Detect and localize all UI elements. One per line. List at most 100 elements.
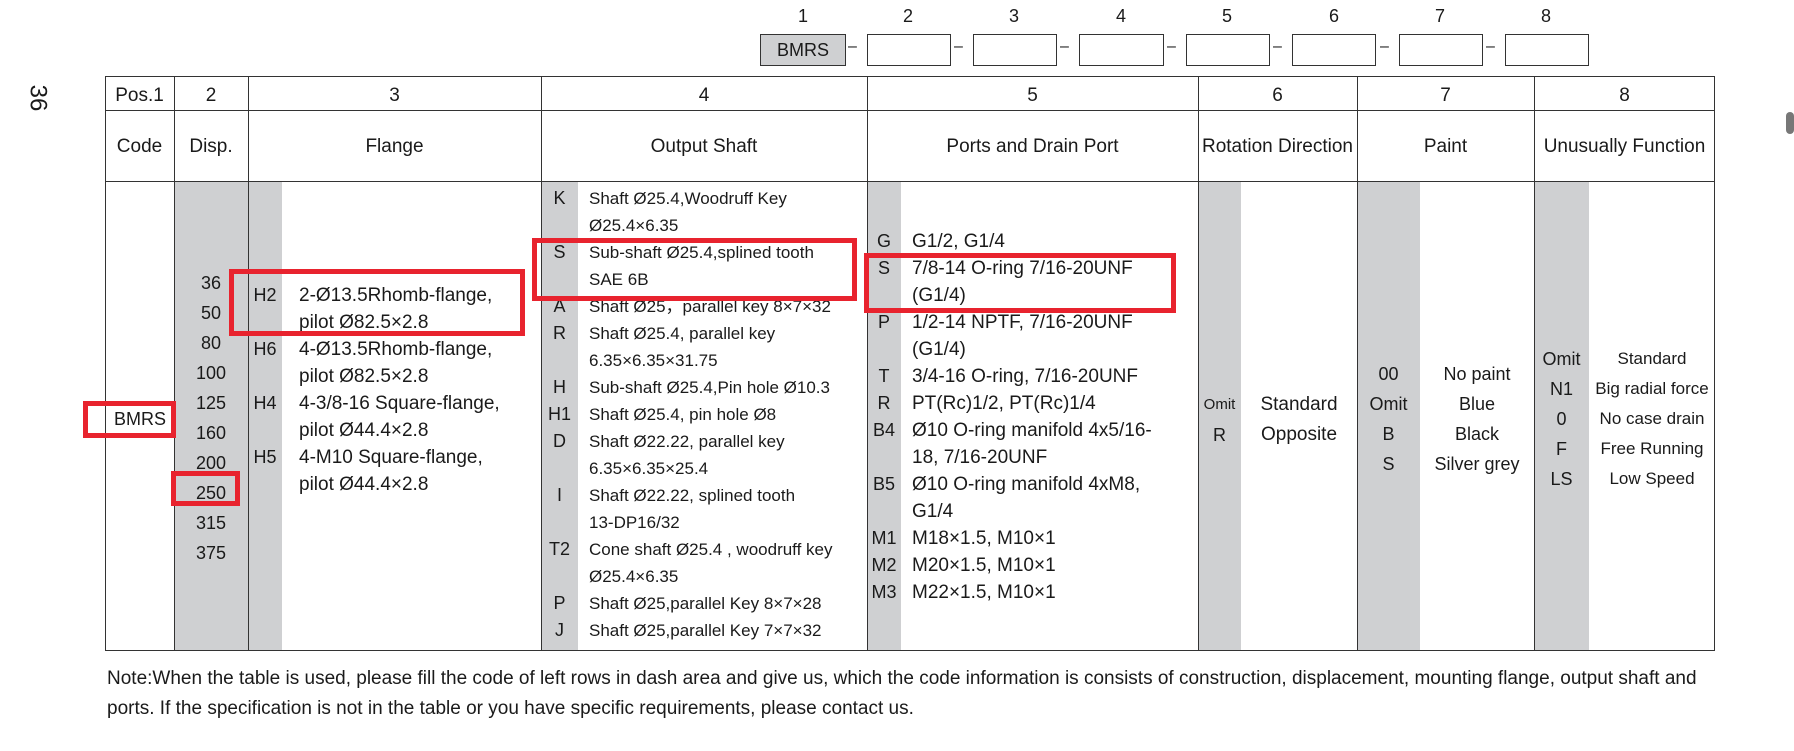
shaft-code [541,347,578,374]
table-rule [1357,76,1358,651]
shaft-desc-line: Sub-shaft Ø25.4,Pin hole Ø10.3 [589,378,830,397]
shaft-code: D [553,431,566,451]
port-code: G [876,231,891,251]
port-code: B4 [872,420,896,440]
shaft-code: P [553,593,566,613]
port-desc-list: G1/2, G1/4 7/8-14 O-ring 7/16-20UNF (G1/… [912,228,1196,606]
function-code: N1 [1549,379,1573,399]
paint-code: 00 [1378,364,1399,384]
flange-desc-line: pilot Ø82.5×2.8 [299,312,429,333]
code-position-number: 1 [797,6,808,26]
shaft-desc-line: 6.35×6.35×25.4 [589,459,709,478]
table-rule [1198,76,1199,651]
code-box-4[interactable] [1079,34,1164,66]
highlight-code [83,401,176,438]
code-separator: – [954,38,963,55]
shade-disp [174,182,248,651]
shaft-code: S [553,242,566,262]
paint-label-list: No paint Blue Black Silver grey [1420,359,1534,479]
disp-value: 250 [195,483,227,503]
flange-code-list: H2 H6 H4 H5 [248,282,282,498]
table-rule [541,76,542,651]
disp-value: 100 [195,363,227,383]
port-code-list: G S P T R B4 B5 M1 M2 M3 [867,228,901,606]
shaft-desc-line: Shaft Ø25.4, pin hole Ø8 [589,405,777,424]
page-number: 36 [24,84,52,112]
disp-value: 160 [195,423,227,443]
function-label: No case drain [1599,409,1705,428]
port-desc-line: Ø10 O-ring manifold 4x5/16- [912,420,1152,441]
disp-value: 50 [200,303,222,323]
usage-note: Note:When the table is used, please fill… [107,668,1697,719]
port-desc-line: M22×1.5, M10×1 [912,582,1056,603]
function-code: LS [1550,469,1573,489]
disp-value: 200 [195,453,227,473]
column-header-flange: Flange [365,136,424,157]
function-code-list: Omit N1 0 F LS [1534,344,1589,494]
port-desc-line: M18×1.5, M10×1 [912,528,1056,549]
function-label: Low Speed [1609,469,1695,488]
port-code: M1 [871,528,897,548]
port-desc-line: (G1/4) [912,339,966,360]
code-box-5[interactable] [1186,34,1270,66]
port-desc-line: M20×1.5, M10×1 [912,555,1056,576]
code-position-number: 8 [1540,6,1551,26]
rotation-label-list: Standard Opposite [1241,390,1357,450]
flange-desc-line: 2-Ø13.5Rhomb-flange, [299,285,493,306]
rotation-code-list: Omit R [1198,390,1241,450]
flange-desc-line: pilot Ø44.4×2.8 [299,474,429,495]
column-header-function: Unusually Function [1543,136,1706,157]
function-label: Big radial force [1595,379,1709,398]
paint-label: Black [1454,424,1499,444]
pos-header: 2 [205,85,217,106]
flange-code: H2 [253,285,277,305]
port-desc-line: G1/4 [912,501,954,522]
pos-header: 7 [1440,85,1451,106]
shaft-desc-line: 13-DP16/32 [589,513,680,532]
function-code: F [1556,439,1567,459]
column-header-code: Code [116,136,163,157]
column-header-ports: Ports and Drain Port [946,136,1119,157]
disp-value: 36 [200,273,222,293]
code-box-series: BMRS [760,34,846,66]
paint-code: Omit [1369,394,1408,414]
disp-value: 375 [195,543,227,563]
disp-list: 36 50 80 100 125 160 200 250 315 375 [174,268,248,568]
table-rule [105,110,1715,111]
ordering-code-table [105,76,1715,651]
shaft-code [541,509,578,536]
table-rule [1534,76,1535,651]
code-separator: – [1167,38,1176,55]
port-code: P [877,312,890,332]
shaft-desc-list: Shaft Ø25.4,Woodruff Key Ø25.4×6.35 Sub-… [589,185,865,644]
flange-desc-line: pilot Ø82.5×2.8 [299,366,429,387]
rotation-code: Omit [1203,396,1236,413]
shaft-desc-line: Sub-shaft Ø25.4,splined tooth [589,243,814,262]
disp-value: 125 [195,393,227,413]
column-header-paint: Paint [1423,136,1468,157]
function-label-list: Standard Big radial force No case drain … [1589,344,1715,494]
flange-desc-line: pilot Ø44.4×2.8 [299,420,429,441]
pos-header: 5 [1027,85,1038,106]
code-separator: – [1273,38,1282,55]
code-box-3[interactable] [973,34,1057,66]
function-code: Omit [1542,349,1581,369]
paint-code-list: 00 Omit B S [1357,359,1420,479]
disp-value: 315 [195,513,227,533]
code-position-number: 2 [902,6,913,26]
shade-paint-codes [1357,182,1420,651]
code-box-8[interactable] [1505,34,1589,66]
shaft-desc-line: Shaft Ø25，parallel key 8×7×32 [589,297,831,316]
code-box-6[interactable] [1292,34,1376,66]
function-label: Standard [1617,349,1687,368]
shaft-desc-line: Shaft Ø25,parallel Key 7×7×32 [589,621,822,640]
shaft-desc-line: Ø25.4×6.35 [589,567,679,586]
pos-header: Pos.1 [115,85,164,106]
flange-code: H4 [253,393,277,413]
code-box-2[interactable] [867,34,951,66]
function-label: Free Running [1600,439,1704,458]
function-code: 0 [1556,409,1567,429]
scrollbar-thumb[interactable] [1786,112,1794,134]
paint-label: No paint [1443,364,1511,384]
code-box-7[interactable] [1399,34,1483,66]
